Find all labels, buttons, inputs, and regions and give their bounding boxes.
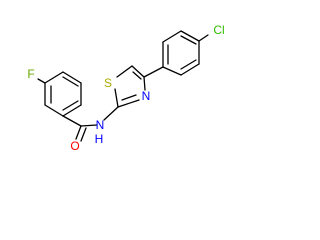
structure-canvas: F O N H S N Cl bbox=[27, 23, 225, 153]
bond bbox=[180, 63, 200, 76]
thiazole-ring bbox=[114, 65, 146, 108]
bond bbox=[62, 104, 82, 117]
chlorine-label: Cl bbox=[213, 23, 224, 37]
bond-c-cl bbox=[198, 34, 209, 42]
bond-c-s bbox=[114, 88, 119, 108]
ring-nitrogen-label: N bbox=[142, 89, 151, 103]
bond bbox=[132, 71, 142, 80]
bond bbox=[162, 66, 182, 76]
bond bbox=[62, 71, 82, 84]
bond-c-n bbox=[80, 124, 98, 127]
amide-nitrogen-label: N bbox=[96, 118, 105, 132]
amide-group bbox=[62, 115, 98, 142]
bond-n-c bbox=[117, 99, 140, 108]
bond-c-n bbox=[143, 76, 146, 91]
bond-n-c bbox=[121, 94, 137, 101]
bond bbox=[143, 66, 164, 78]
bond bbox=[62, 100, 79, 111]
bond bbox=[44, 104, 64, 117]
fluorine-label: F bbox=[27, 67, 34, 81]
amide-hydrogen-label: H bbox=[95, 132, 104, 146]
bond-c-o bbox=[80, 127, 87, 142]
bond-c-f bbox=[37, 78, 46, 84]
fluorophenyl-ring bbox=[44, 71, 82, 117]
oxygen-label: O bbox=[70, 139, 79, 153]
bond bbox=[62, 115, 82, 127]
bond bbox=[162, 30, 182, 43]
bond bbox=[180, 59, 197, 70]
molecule-diagram: F O N H S N Cl bbox=[27, 23, 224, 153]
bond-c-o bbox=[75, 125, 82, 140]
bond bbox=[44, 71, 64, 84]
bond-s-c bbox=[116, 65, 133, 78]
bond bbox=[180, 30, 200, 42]
bond bbox=[180, 35, 197, 45]
sulfur-label: S bbox=[104, 76, 112, 90]
bond bbox=[131, 65, 145, 78]
chlorophenyl-ring bbox=[162, 30, 200, 76]
bond bbox=[62, 76, 79, 87]
bond-n-c bbox=[103, 106, 119, 121]
